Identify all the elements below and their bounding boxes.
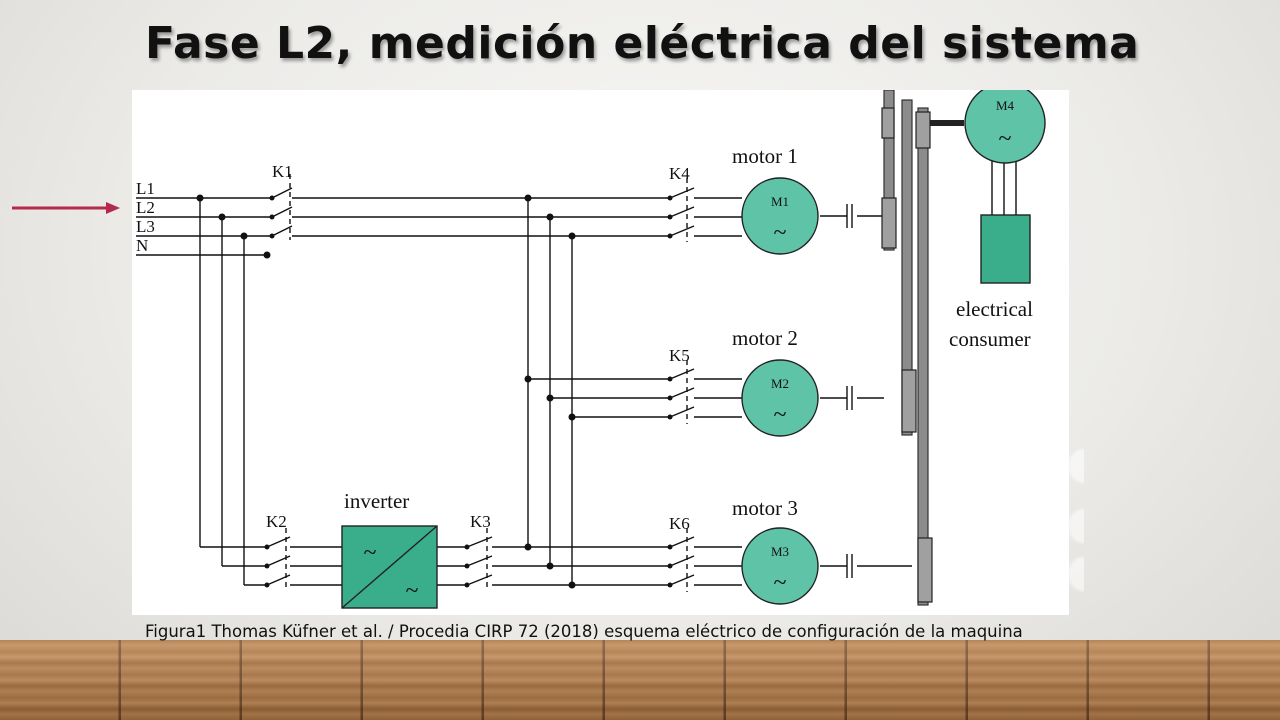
motor-1-label: motor 1 <box>732 144 798 168</box>
motor-2: M2 ~ <box>741 359 819 437</box>
decorative-tab <box>1066 508 1084 544</box>
motor-1-id: M1 <box>771 194 789 209</box>
figure-caption: Figura1 Thomas Küfner et al. / Procedia … <box>145 622 1023 641</box>
arrow-icon <box>12 202 120 214</box>
contactor-label-k1: K1 <box>272 162 293 181</box>
contactor-label-k6: K6 <box>669 514 690 533</box>
decorative-tab <box>1066 448 1084 484</box>
contactor-label-k4: K4 <box>669 164 690 183</box>
tilde-symbol: ~ <box>774 402 787 428</box>
motor-4-id: M4 <box>996 98 1015 113</box>
motor-3-label: motor 3 <box>732 496 798 520</box>
slide-title: Fase L2, medición eléctrica del sistema <box>145 18 1140 69</box>
tilde-symbol: ~ <box>406 578 419 604</box>
tilde-symbol: ~ <box>999 126 1012 152</box>
consumer-label-line2: consumer <box>949 327 1031 351</box>
junction-dots <box>196 194 673 589</box>
motor-3-id: M3 <box>771 544 789 559</box>
motor-1: M1 ~ <box>741 177 819 255</box>
line-label-l1: L1 <box>136 179 155 198</box>
tilde-symbol: ~ <box>364 540 377 566</box>
line-label-n: N <box>136 236 148 255</box>
motor-2-id: M2 <box>771 376 789 391</box>
tilde-symbol: ~ <box>774 220 787 246</box>
motor-3: M3 ~ <box>741 527 819 605</box>
consumer-label-line1: electrical <box>956 297 1033 321</box>
contactor-label-k5: K5 <box>669 346 690 365</box>
wood-floor <box>0 640 1280 720</box>
tilde-symbol: ~ <box>774 570 787 596</box>
wiring <box>136 122 1017 592</box>
electrical-consumer-box <box>980 214 1031 284</box>
circuit-diagram-svg: M1 ~ M2 ~ M3 ~ M4 ~ ~ ~ L1 L2 L3 N K1 K2… <box>136 90 1046 609</box>
motor-4: M4 ~ <box>964 90 1046 164</box>
line-label-l3: L3 <box>136 217 155 236</box>
inverter-label: inverter <box>344 489 409 513</box>
contactor-label-k2: K2 <box>266 512 287 531</box>
circuit-diagram: M1 ~ M2 ~ M3 ~ M4 ~ ~ ~ L1 L2 L3 N K1 K2… <box>132 90 1069 615</box>
contactor-label-k3: K3 <box>470 512 491 531</box>
inverter: ~ ~ <box>341 525 438 609</box>
decorative-tab <box>1066 556 1084 592</box>
belt-drive <box>881 90 964 606</box>
motor-2-label: motor 2 <box>732 326 798 350</box>
line-label-l2: L2 <box>136 198 155 217</box>
